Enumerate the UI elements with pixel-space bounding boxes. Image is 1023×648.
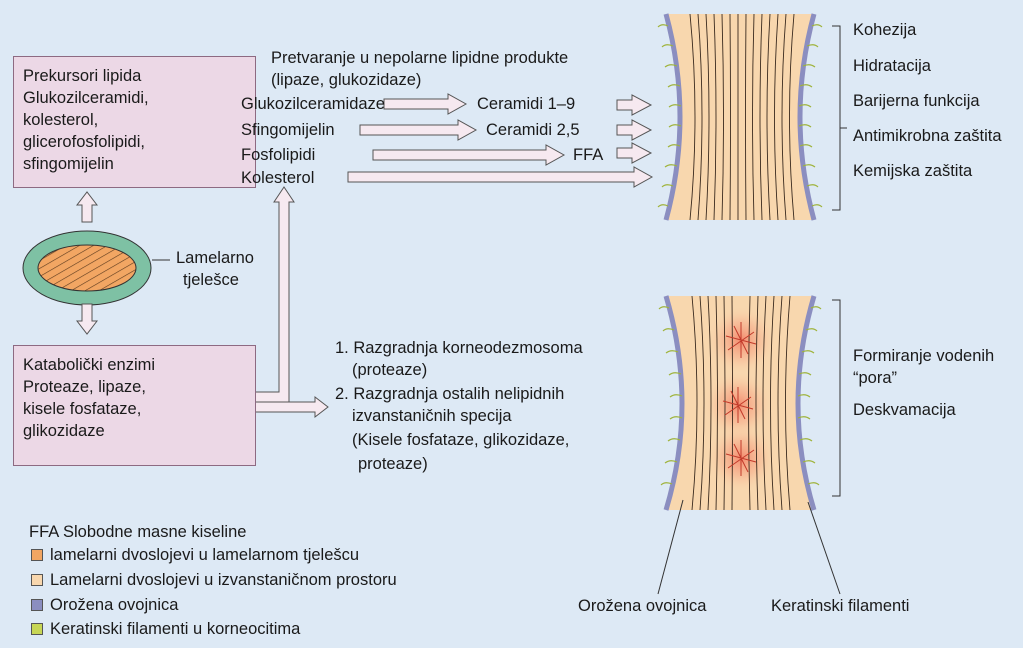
legend-item-label: Keratinski filamenti u korneocitima xyxy=(50,619,300,639)
legend-item-label: Lamelarni dvoslojevi u izvanstaničnom pr… xyxy=(50,570,397,590)
conversion-subheading: (lipaze, glukozidaze) xyxy=(271,70,421,90)
precursor-box-line: Glukozilceramidi, xyxy=(23,87,149,109)
conversion-source: Glukozilceramidaze xyxy=(241,94,385,114)
function-label: Kohezija xyxy=(853,20,916,40)
precursor-box-line: kolesterol, xyxy=(23,109,149,131)
precursor-box-line: sfingomijelin xyxy=(23,153,149,175)
catabolic-enzymes-box: Katabolički enzimi Proteaze, lipaze, kis… xyxy=(13,345,256,466)
degradation-line: 2. Razgradnja ostalih nelipidnih xyxy=(335,384,564,404)
precursor-box-line: glicerofosfolipidi, xyxy=(23,131,149,153)
lamellar-body-label: tjelešce xyxy=(183,270,239,290)
conversion-product: Ceramidi 1–9 xyxy=(477,94,575,114)
conversion-source: Fosfolipidi xyxy=(241,145,315,165)
function-label: “pora” xyxy=(853,368,897,388)
function-label: Hidratacija xyxy=(853,56,931,76)
enzyme-box-line: kisele fosfataze, xyxy=(23,398,155,420)
function-label: Antimikrobna zaštita xyxy=(853,126,1002,146)
degradation-line: izvanstaničnih specija xyxy=(352,406,512,426)
legend-swatch-envelope xyxy=(31,599,43,611)
degradation-line: (Kisele fosfataze, glikozidaze, xyxy=(352,430,569,450)
legend-swatch-keratin xyxy=(31,623,43,635)
legend-swatch-extracellular xyxy=(31,574,43,586)
conversion-source: Kolesterol xyxy=(241,168,314,188)
conversion-source: Sfingomijelin xyxy=(241,120,335,140)
precursor-box-line: Prekursori lipida xyxy=(23,65,149,87)
degradation-line: proteaze) xyxy=(358,454,428,474)
lipid-precursors-box: Prekursori lipida Glukozilceramidi, kole… xyxy=(13,56,256,188)
conversion-heading: Pretvaranje u nepolarne lipidne produkte xyxy=(271,48,568,68)
enzyme-box-line: Katabolički enzimi xyxy=(23,354,155,376)
enzyme-box-line: Proteaze, lipaze, xyxy=(23,376,155,398)
legend-item-label: Orožena ovojnica xyxy=(50,595,178,615)
degradation-line: (proteaze) xyxy=(352,360,427,380)
function-label: Formiranje vodenih xyxy=(853,346,994,366)
bottom-stratum-corneum-graphic xyxy=(659,296,821,510)
legend-item-label: lamelarni dvoslojevi u lamelarnom tjeleš… xyxy=(50,545,359,565)
legend-swatch-lamellar-body xyxy=(31,549,43,561)
conversion-product: Ceramidi 2,5 xyxy=(486,120,580,140)
function-label: Kemijska zaštita xyxy=(853,161,972,181)
legend-abbrev-text: Slobodne masne kiseline xyxy=(63,522,246,542)
legend-abbrev: FFA xyxy=(29,522,59,542)
function-label: Barijerna funkcija xyxy=(853,91,980,111)
cornified-envelope-label: Orožena ovojnica xyxy=(578,596,706,616)
function-label: Deskvamacija xyxy=(853,400,956,420)
conversion-product: FFA xyxy=(573,145,603,165)
keratin-filaments-label: Keratinski filamenti xyxy=(771,596,909,616)
top-stratum-corneum-graphic xyxy=(658,14,822,220)
lamellar-body-label: Lamelarno xyxy=(176,248,254,268)
degradation-line: 1. Razgradnja korneodezmosoma xyxy=(335,338,583,358)
enzyme-box-line: glikozidaze xyxy=(23,420,155,442)
lamellar-body-graphic xyxy=(23,231,151,305)
